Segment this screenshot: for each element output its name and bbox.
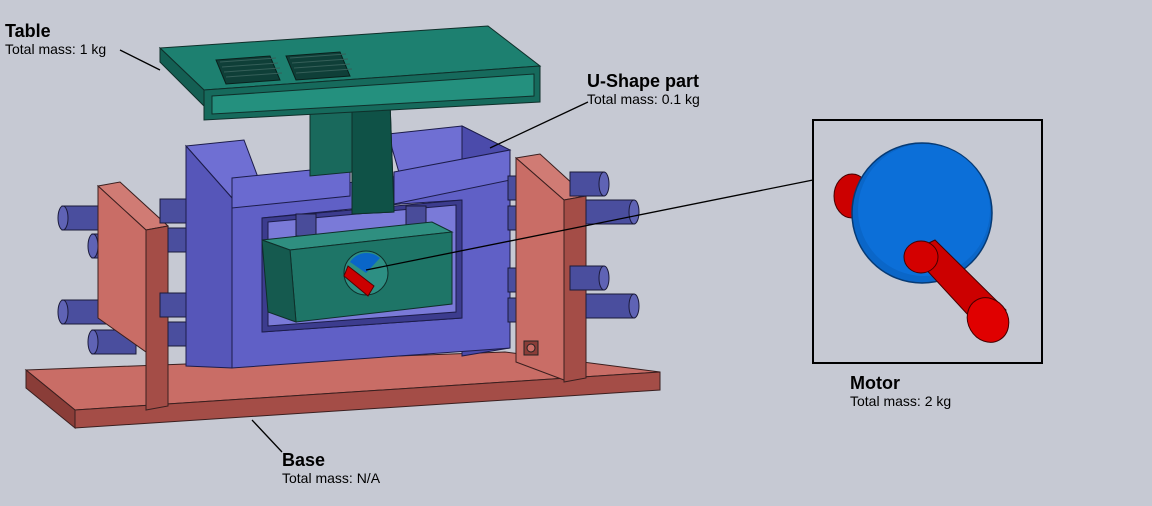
motor-mass: Total mass: 2 kg <box>850 392 952 409</box>
base-part <box>24 351 661 430</box>
table-label: Table Total mass: 1 kg <box>5 22 106 57</box>
ushape-title: U-Shape part <box>587 71 700 91</box>
motor-title: Motor <box>850 373 900 393</box>
table-title: Table <box>5 21 51 41</box>
base-title: Base <box>282 450 326 470</box>
base-label: Base Total mass: N/A <box>282 451 380 486</box>
table-mass: Total mass: 1 kg <box>5 40 107 57</box>
rods-right <box>569 171 640 319</box>
ushape-label: U-Shape part Total mass: 0.1 kg <box>587 72 700 107</box>
carriage-block <box>261 205 454 323</box>
base-mass: Total mass: N/A <box>282 469 381 486</box>
base-left-upright <box>96 181 170 411</box>
ushape-mass: Total mass: 0.1 kg <box>587 90 700 107</box>
motor-label: Motor Total mass: 2 kg <box>850 374 951 409</box>
motor-detail-box <box>812 119 1043 364</box>
table-part <box>158 25 542 215</box>
callout-lines <box>119 49 814 453</box>
